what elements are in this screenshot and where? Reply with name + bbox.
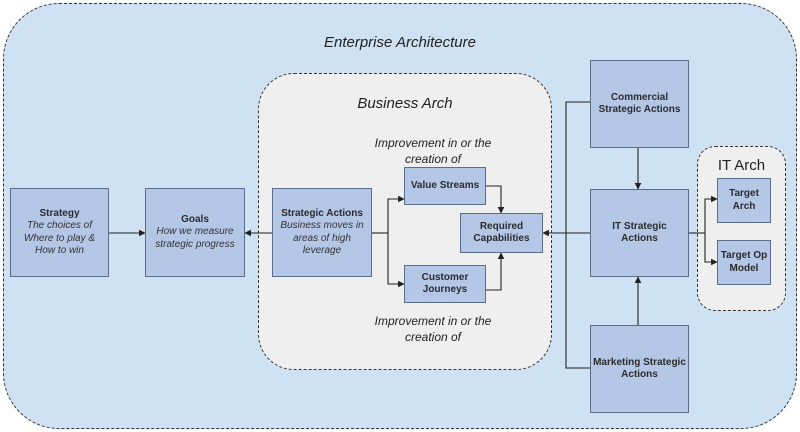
strategy-box: Strategy The choices of Where to play & … [10,188,109,277]
strategic-actions-title: Strategic Actions [281,207,363,219]
enterprise-architecture-title: Enterprise Architecture [323,34,476,51]
arrow-journeys-to-capabilities [486,252,505,291]
target-arch-title: Target Arch [729,188,759,212]
required-capabilities-title: Required Capabilities [473,220,530,245]
marketing-strategic-actions-title: Marketing Strategic Actions [593,356,686,381]
business-arch-title: Business Arch [357,95,453,112]
arrow-to-value-streams [387,195,405,233]
annotation-bottom: Improvement in or the creation of [374,314,492,344]
it-strategic-actions-title: IT Strategic Actions [612,220,667,245]
marketing-strategic-actions-box: Marketing Strategic Actions [590,325,689,413]
strategic-actions-subtitle: Business moves in areas of high leverage [280,220,364,256]
commercial-strategic-actions-title: Commercial Strategic Actions [598,91,681,116]
strategic-actions-box: Strategic Actions Business moves in area… [272,188,372,277]
target-op-model-title: Target Op Model [720,250,768,274]
arrow-to-target-op-model [704,233,718,266]
goals-subtitle: How we measure strategic progress [155,226,235,250]
arrow-value-streams-to-capabilities [486,185,505,214]
value-streams-box: Value Streams [404,167,486,205]
goals-box: Goals How we measure strategic progress [145,188,245,277]
it-strategic-actions-box: IT Strategic Actions [590,189,689,277]
it-arch-title: IT Arch [717,157,766,174]
target-arch-box: Target Arch [717,178,771,223]
goals-title: Goals [181,213,209,225]
value-streams-title: Value Streams [410,179,480,191]
annotation-top: Improvement in or the creation of [374,136,492,166]
customer-journeys-title: Customer Journeys [421,271,469,296]
commercial-strategic-actions-box: Commercial Strategic Actions [590,60,689,148]
customer-journeys-box: Customer Journeys [404,265,486,303]
strategy-subtitle: The choices of Where to play & How to wi… [23,220,96,256]
strategy-title: Strategy [39,207,80,219]
required-capabilities-box: Required Capabilities [460,213,543,253]
arrow-to-target-arch [704,195,718,233]
target-op-model-box: Target Op Model [717,240,771,285]
arrow-to-customer-journeys [387,233,405,288]
actions-bus [565,101,590,369]
